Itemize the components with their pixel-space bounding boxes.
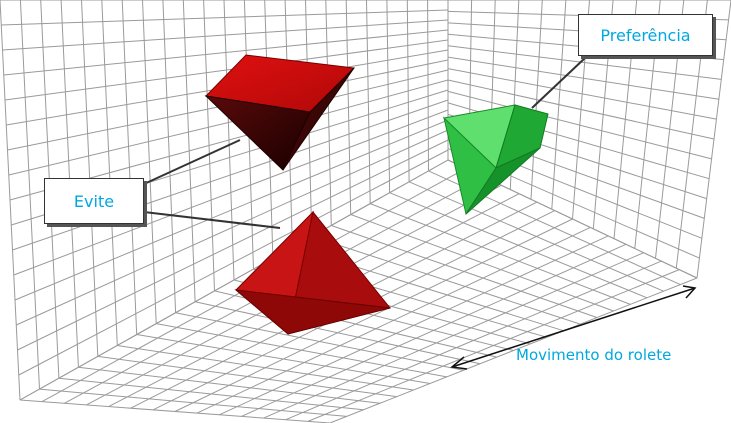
preferred-label: Preferência — [600, 25, 691, 45]
leader-avoid-upper — [143, 139, 241, 185]
leader-lines — [143, 57, 586, 229]
grid-line — [329, 277, 698, 423]
grid-line — [307, 269, 680, 422]
grid-line — [447, 79, 715, 140]
grid-line — [18, 149, 449, 376]
grid-line — [12, 99, 449, 251]
leader-preferred — [531, 57, 586, 109]
grid-line — [1, 9, 449, 26]
avoid-label: Evite — [73, 191, 115, 211]
motion-arrow — [450, 285, 697, 370]
preferred-callout: Preferência — [578, 14, 713, 56]
motion-label: Movimento do rolete — [516, 346, 672, 364]
grid-line — [196, 226, 591, 414]
grid-line — [8, 69, 449, 176]
leader-avoid-lower — [143, 211, 281, 229]
grid-line — [447, 68, 717, 120]
avoid-callout: Evite — [44, 178, 144, 224]
grid-line — [241, 243, 627, 417]
floor-grid — [19, 159, 698, 423]
grid-line — [4, 39, 449, 101]
grid-line — [447, 90, 712, 160]
grid-line — [219, 235, 609, 416]
grid-line — [174, 218, 573, 412]
grid-line — [19, 159, 449, 401]
tilted-pyramid-preferred — [442, 104, 549, 216]
grid-line — [447, 56, 719, 100]
grid-line — [447, 45, 722, 80]
grid-line — [13, 109, 449, 276]
grid-line — [16, 129, 449, 326]
grid-line — [2, 19, 449, 51]
grid-line — [14, 119, 449, 301]
grid-line — [285, 260, 662, 421]
grid-line — [17, 139, 449, 351]
inverted-pyramid-avoid — [204, 54, 356, 171]
grid-line — [3, 29, 449, 76]
upright-pyramid-avoid — [234, 210, 391, 335]
grid-line — [263, 252, 644, 419]
